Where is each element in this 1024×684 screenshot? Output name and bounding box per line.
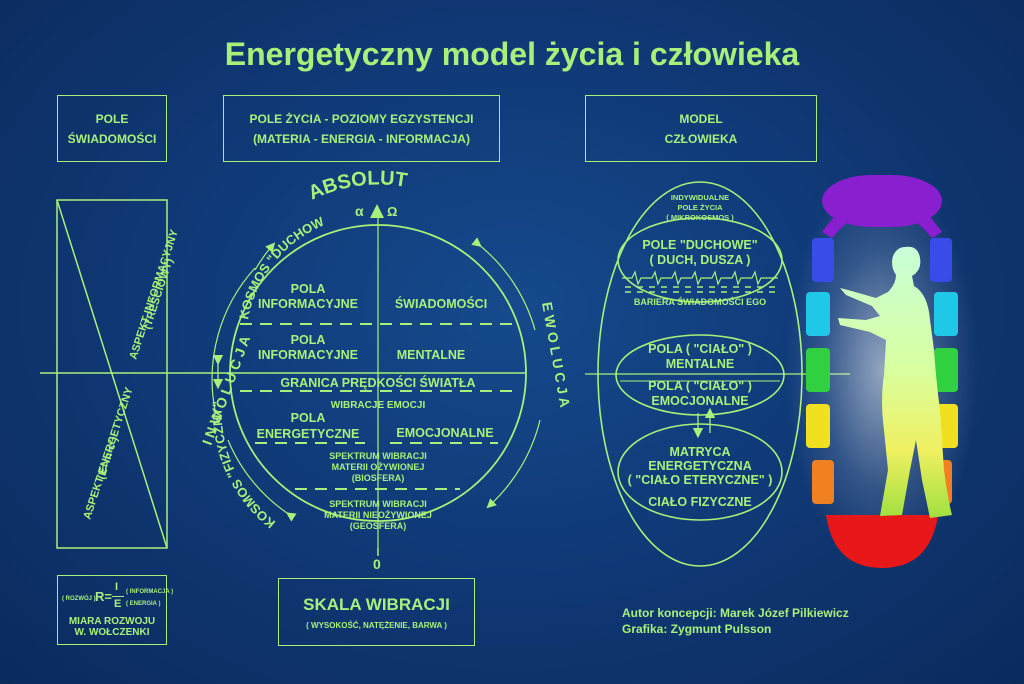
label-line: SPEKTRUM WIBRACJI: [329, 451, 427, 461]
informacja-note: ( INFORMACJA ): [126, 589, 174, 595]
label-line: (GEOSFERA): [349, 521, 407, 531]
formula-e: E: [114, 598, 122, 610]
spirit-wave-line: [622, 270, 778, 286]
energia-note: ( ENERGIA ): [126, 601, 161, 607]
label-line: SPEKTRUM WIBRACJI: [329, 499, 427, 509]
label-line: POLA: [290, 411, 326, 425]
label-line: EMOCJONALNE: [651, 394, 749, 408]
cialo-fizyczne-label: CIAŁO FIZYCZNE: [648, 495, 752, 509]
skala-wibracji-box: SKALA WIBRACJI ( WYSOKOŚĆ, NATĘŻENIE, BA…: [278, 578, 475, 646]
label-line: POLA: [290, 282, 326, 296]
pole-duchowe-label: POLE "DUCHOWE" ( DUCH, DUSZA ): [642, 238, 757, 268]
apex-triangle-icon: [370, 204, 384, 218]
wibracje-label: WIBRACJE EMOCJI: [330, 400, 426, 411]
fraction-line: [112, 596, 124, 597]
zero-label: 0: [373, 556, 381, 572]
box-line: MODEL: [679, 111, 723, 126]
biosfera-label: SPEKTRUM WIBRACJI MATERII OŻYWIONEJ (BIO…: [329, 451, 427, 484]
label-line: POLE ŻYCIA: [677, 203, 723, 212]
rozwoj-note: ( ROZWÓJ ): [62, 596, 96, 602]
matryca-label: MATRYCA ENERGETYCZNA ( "CIAŁO ETERYCZNE"…: [628, 445, 773, 487]
absolut-label: ABSOLUT: [305, 167, 409, 204]
swiadomosci-label: ŚWIADOMOŚCI: [394, 297, 488, 311]
ewolucja-label: E W O L U C J A: [539, 301, 573, 409]
circle-dashes: [240, 323, 515, 490]
label-line: INFORMACYJNE: [257, 297, 359, 311]
label-line: ENERGETYCZNE: [256, 427, 360, 441]
miara-label-1: MIARA ROZWOJU: [68, 616, 156, 627]
label-line: MATRYCA: [669, 445, 731, 459]
pola-info-1: POLA INFORMACYJNE: [258, 282, 358, 312]
box-line: (MATERIA - ENERGIA - INFORMACJA): [253, 131, 470, 146]
pole-swiadomosci-box: POLE ŚWIADOMOŚCI: [57, 95, 167, 162]
label-line: MENTALNE: [665, 357, 735, 371]
skala-title: SKALA WIBRACJI: [303, 594, 450, 614]
bariera-label: BARIERA ŚWIADOMOŚCI EGO: [633, 297, 767, 307]
pola-info-2: POLA INFORMACYJNE: [258, 333, 358, 363]
label-line: POLE "DUCHOWE": [642, 238, 758, 252]
aspect-parallelogram: [40, 199, 230, 549]
label-line: (BIOSFERA): [351, 473, 405, 483]
cialo-emocj-label: POLA ( "CIAŁO" ) EMOCJONALNE: [648, 379, 752, 409]
ego-barrier-line: [625, 286, 776, 293]
vibration-circle: [211, 218, 541, 556]
geosfera-label: SPEKTRUM WIBRACJI MATERII NIEOŻYWIONEJ (…: [324, 499, 432, 532]
miara-label-2: W. WOŁCZENKI: [74, 627, 150, 638]
label-line: MATERII NIEOŻYWIONEJ: [324, 510, 432, 520]
label-line: ( DUCH, DUSZA ): [649, 253, 751, 267]
formula-r: R=: [95, 589, 112, 604]
miara-rozwoju-box: MIARA ROZWOJU W. WOŁCZENKI: [57, 575, 167, 645]
pole-zycia-box: POLE ŻYCIA - POZIOMY EGZYSTENCJI (MATERI…: [223, 95, 500, 162]
alpha-label: α: [355, 203, 364, 219]
cialo-mentalne-label: POLA ( "CIAŁO" ) MENTALNE: [648, 342, 752, 372]
label-line: ENERGETYCZNA: [648, 459, 752, 473]
pola-energ: POLA ENERGETYCZNE: [257, 410, 360, 442]
box-line: CZŁOWIEKA: [664, 131, 738, 146]
label-line: ( "CIAŁO ETERYCZNE" ): [627, 473, 773, 487]
box-line: ŚWIADOMOŚCI: [67, 131, 157, 146]
box-line: POLE ŻYCIA - POZIOMY EGZYSTENCJI: [249, 111, 474, 126]
label-line: ( MIKROKOSMOS ): [666, 213, 734, 222]
model-czlowieka-box: MODEL CZŁOWIEKA: [585, 95, 817, 162]
label-line: MATERII OŻYWIONEJ: [331, 462, 425, 472]
box-line: POLE: [95, 111, 129, 126]
mentalne-label: MENTALNE: [396, 348, 466, 362]
aspekt-energ-sub: (E=m·c²): [95, 435, 120, 481]
credit-graphics: Grafika: Zygmunt Pulsson: [622, 622, 772, 636]
formula-i: I: [115, 581, 119, 593]
skala-sub: ( WYSOKOŚĆ, NATĘŻENIE, BARWA ): [306, 620, 447, 630]
label-line: INFORMACYJNE: [257, 348, 359, 362]
label-line: INDYWIDUALNE: [670, 193, 730, 202]
label-line: POLA ( "CIAŁO" ): [648, 379, 752, 393]
credit-author: Autor koncepcji: Marek Józef Pilkiewicz: [622, 606, 849, 620]
omega-label: Ω: [387, 204, 397, 219]
indywidualne-label: INDYWIDUALNE POLE ŻYCIA ( MIKROKOSMOS ): [666, 193, 734, 223]
emocjonalne-label: EMOCJONALNE: [396, 426, 494, 440]
page-title: Energetyczny model życia i człowieka: [224, 36, 800, 72]
granica-label: GRANICA PRĘDKOŚCI ŚWIATŁA: [280, 376, 476, 390]
label-line: POLA ( "CIAŁO" ): [648, 342, 752, 356]
human-figure-icon: [838, 246, 952, 518]
label-line: POLA: [290, 333, 326, 347]
